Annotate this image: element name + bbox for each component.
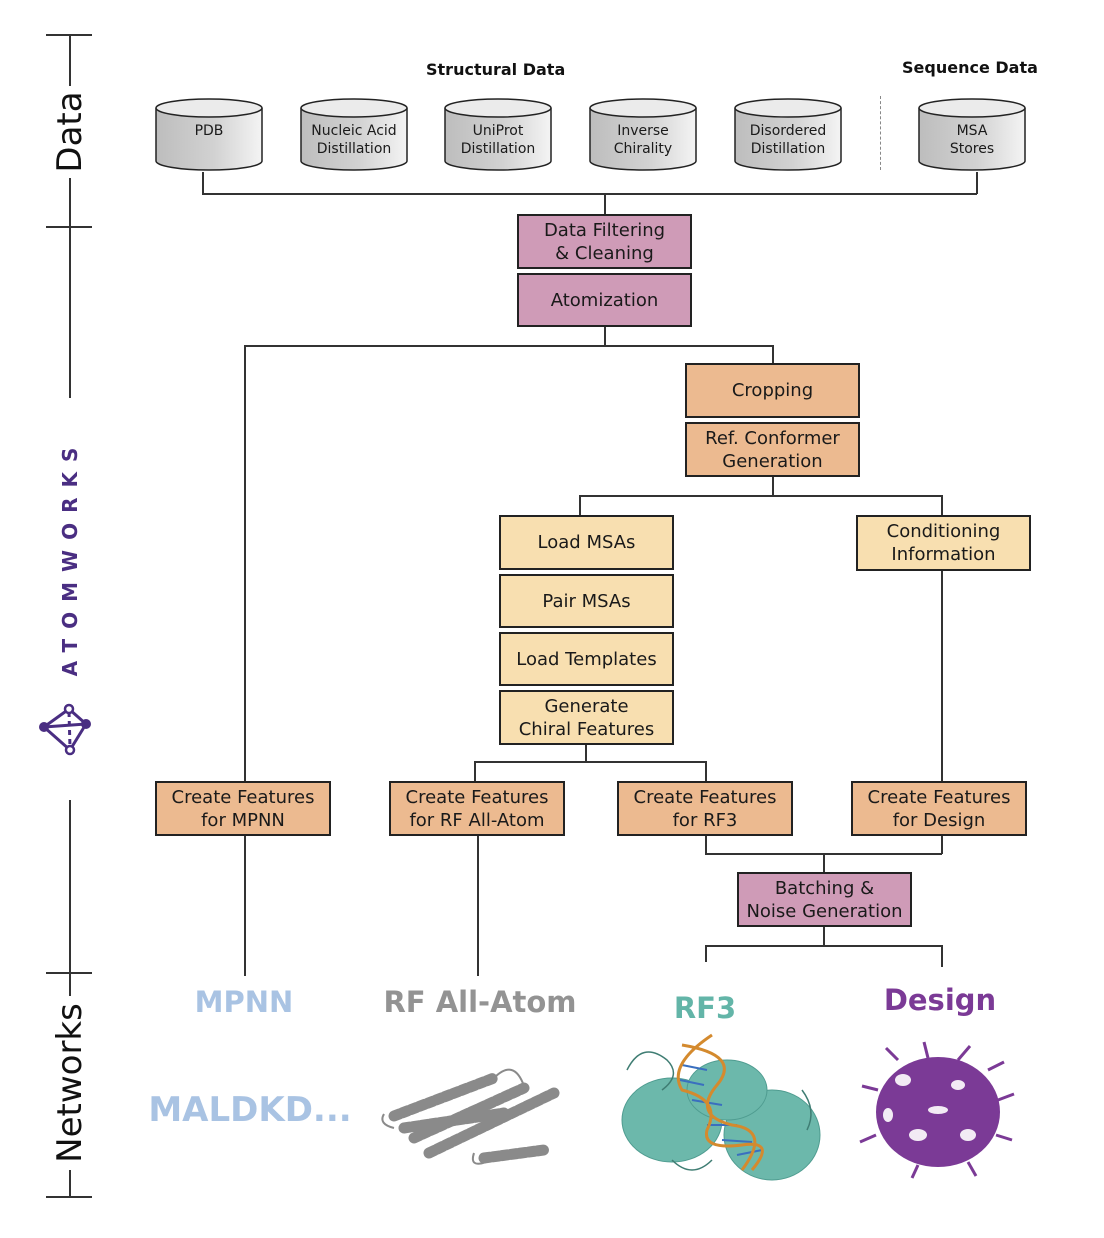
axis-line xyxy=(69,800,71,996)
connector xyxy=(202,193,977,195)
data-source-label: Inverse Chirality xyxy=(613,123,673,157)
axis-tick xyxy=(46,1196,92,1198)
connector xyxy=(823,927,825,946)
data-source-cylinder: UniProt Distillation xyxy=(444,98,552,172)
section-label-networks: Networks xyxy=(50,1003,90,1163)
step-conditioning: Conditioning Information xyxy=(856,515,1031,571)
connector xyxy=(579,495,581,515)
connector xyxy=(202,172,204,194)
step-features-rf3: Create Features for RF3 xyxy=(617,781,793,836)
step-features-rf-all-atom: Create Features for RF All-Atom xyxy=(389,781,565,836)
data-source-label: Nucleic Acid Distillation xyxy=(311,123,397,157)
database-icon xyxy=(300,98,408,171)
section-label-data: Data xyxy=(50,91,90,173)
database-icon xyxy=(444,98,552,171)
step-features-design: Create Features for Design xyxy=(851,781,1027,836)
data-source-cylinder: Disordered Distillation xyxy=(734,98,842,172)
connector xyxy=(941,571,943,781)
axis-line xyxy=(69,34,71,86)
step-features-mpnn: Create Features for MPNN xyxy=(155,781,331,836)
database-icon xyxy=(155,98,263,171)
header-sequence-data: Sequence Data xyxy=(902,58,1038,77)
step-load-templates: Load Templates xyxy=(499,632,674,686)
step-atomization: Atomization xyxy=(517,273,692,327)
network-title-rf3: RF3 xyxy=(673,991,737,1025)
connector xyxy=(604,193,606,214)
axis-tick xyxy=(46,226,92,228)
network-title-mpnn: MPNN xyxy=(194,985,294,1019)
data-source-cylinder: PDB xyxy=(155,98,263,172)
axis-line xyxy=(69,1170,71,1196)
connector xyxy=(244,836,246,976)
connector xyxy=(941,945,943,967)
connector xyxy=(244,345,246,781)
database-icon xyxy=(918,98,1026,171)
data-source-cylinder: Inverse Chirality xyxy=(589,98,697,172)
rf-all-atom-structure-image xyxy=(381,1068,560,1165)
database-icon xyxy=(734,98,842,171)
network-title-rf-all-atom: RF All-Atom xyxy=(383,985,577,1019)
axis-line xyxy=(69,178,71,398)
connector xyxy=(705,836,707,854)
connector xyxy=(244,345,773,347)
data-source-label: MSA Stores xyxy=(949,123,995,157)
connector xyxy=(705,945,942,947)
axis-tick xyxy=(46,972,92,974)
connector xyxy=(823,853,825,872)
connector xyxy=(477,836,479,976)
rf3-structure-image xyxy=(621,1033,821,1181)
connector xyxy=(772,477,774,496)
connector xyxy=(976,172,978,194)
step-ref-conformer: Ref. Conformer Generation xyxy=(685,422,860,477)
network-title-design: Design xyxy=(883,983,997,1017)
database-icon xyxy=(589,98,697,171)
data-source-label: PDB xyxy=(194,123,224,139)
connector xyxy=(705,761,707,781)
data-source-cylinder: MSA Stores xyxy=(918,98,1026,172)
connector xyxy=(585,745,587,762)
data-source-label: Disordered Distillation xyxy=(749,123,827,157)
atomworks-logo-text: ATOMWORKS xyxy=(58,437,82,677)
step-pair-msas: Pair MSAs xyxy=(499,574,674,628)
step-load-msas: Load MSAs xyxy=(499,515,674,570)
connector xyxy=(604,327,606,346)
connector xyxy=(941,495,943,515)
step-cropping: Cropping xyxy=(685,363,860,418)
connector xyxy=(772,345,774,363)
connector xyxy=(579,495,942,497)
step-batching: Batching & Noise Generation xyxy=(737,872,912,927)
header-structural-data: Structural Data xyxy=(426,60,566,79)
mpnn-sequence-output: MALDKD... xyxy=(148,1090,352,1130)
connector xyxy=(705,945,707,962)
connector xyxy=(941,836,943,854)
atomworks-logo-icon xyxy=(39,703,91,756)
step-data-filtering: Data Filtering & Cleaning xyxy=(517,214,692,269)
data-source-cylinder: Nucleic Acid Distillation xyxy=(300,98,408,172)
step-chiral-features: Generate Chiral Features xyxy=(499,690,674,745)
connector xyxy=(474,761,706,763)
connector xyxy=(474,761,476,781)
data-source-label: UniProt Distillation xyxy=(460,123,536,157)
design-structure-image xyxy=(859,1041,1015,1179)
sequence-separator xyxy=(880,96,881,170)
